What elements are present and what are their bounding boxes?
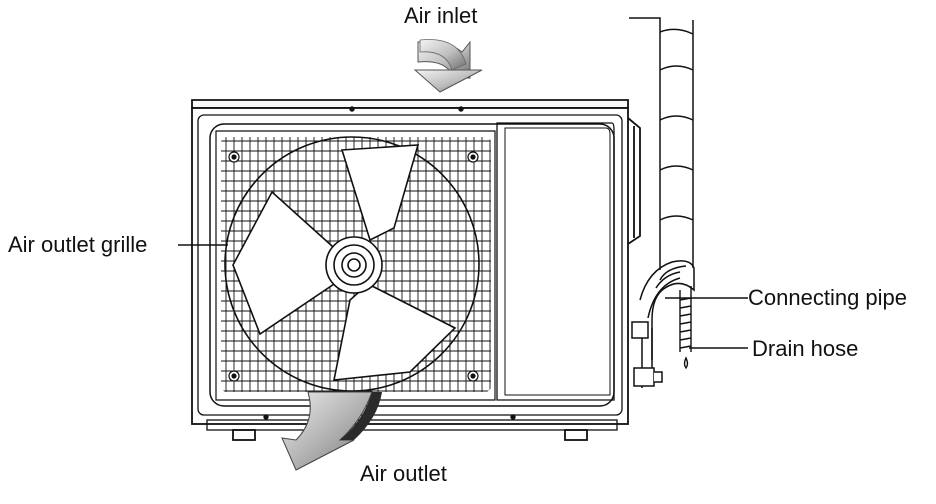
connecting-pipe-label: Connecting pipe — [748, 285, 908, 310]
fan — [224, 136, 480, 392]
drain-hose-label: Drain hose — [752, 336, 859, 361]
air-outlet-arrow — [281, 391, 382, 471]
air-inlet-label: Air inlet — [404, 3, 478, 28]
leader-lines — [178, 244, 748, 349]
drain-hose — [679, 286, 692, 370]
air-outlet-grille-label: Air outlet grille — [8, 232, 148, 257]
pipe-wrap — [629, 17, 694, 270]
air-inlet-arrow — [413, 39, 483, 93]
air-outlet-grille — [221, 137, 491, 392]
connecting-pipe — [631, 260, 695, 388]
air-outlet-label: Air outlet — [360, 461, 447, 486]
grille-screws — [228, 151, 479, 382]
